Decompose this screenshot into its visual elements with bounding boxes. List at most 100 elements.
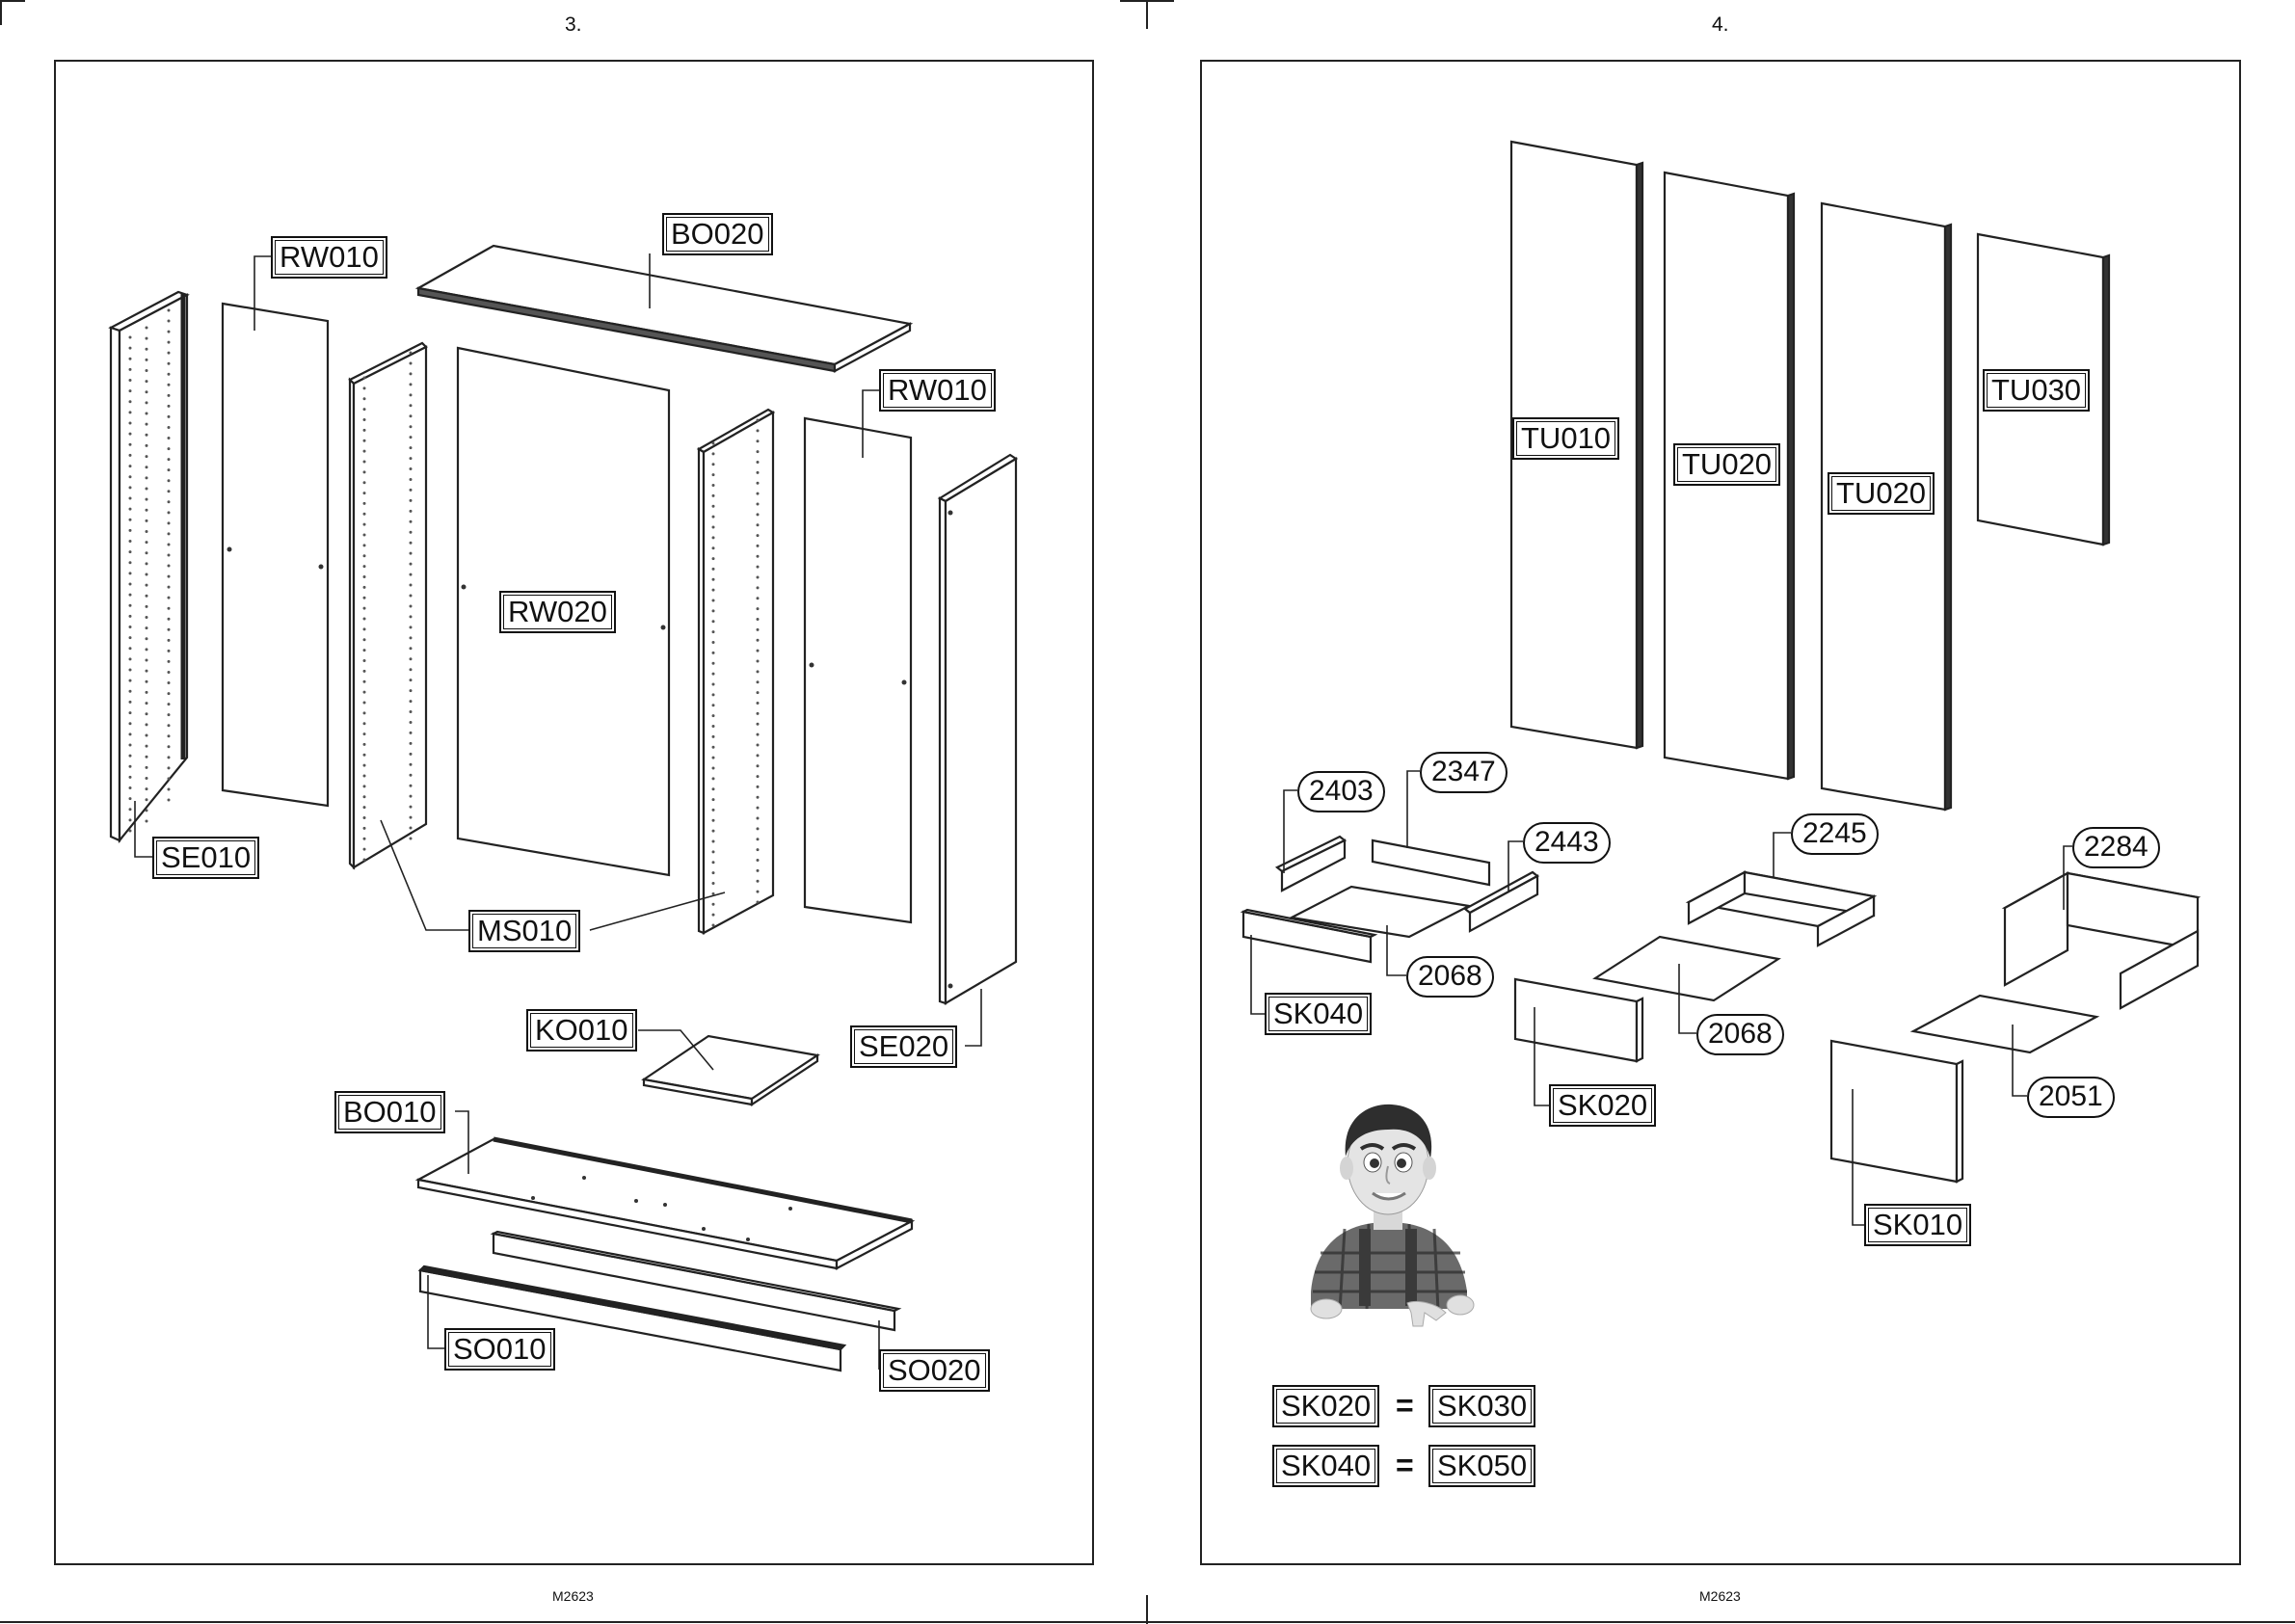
perforation-hole (757, 534, 760, 537)
perforation-hole (363, 439, 366, 442)
perforation-hole (146, 777, 148, 780)
panel-se010 (111, 292, 187, 840)
perforation-hole (757, 838, 760, 840)
perforation-hole (363, 680, 366, 683)
perforation-hole (129, 594, 132, 597)
perforation-hole (146, 733, 148, 736)
part-label-ms010: MS010 (468, 910, 580, 952)
perforation-hole (168, 745, 171, 748)
perforation-hole (129, 508, 132, 511)
perforation-hole (146, 519, 148, 522)
perforation-hole (410, 446, 413, 449)
perforation-hole (146, 337, 148, 340)
part-label-tu010: TU010 (1512, 417, 1619, 460)
perforation-hole (129, 669, 132, 672)
perforation-hole (410, 584, 413, 587)
perforation-hole (168, 650, 171, 652)
perforation-hole (129, 368, 132, 371)
perforation-hole (168, 373, 171, 376)
perforation-hole (363, 754, 366, 757)
panel-ko010 (644, 1036, 817, 1105)
perforation-hole (168, 618, 171, 621)
page-footer-code: M2623 (552, 1588, 594, 1604)
perforation-hole (410, 657, 413, 660)
perforation-hole (410, 742, 413, 745)
perforation-hole (146, 659, 148, 662)
perforation-hole (363, 460, 366, 463)
perforation-hole (129, 583, 132, 586)
perforation-hole (410, 542, 413, 545)
part-label-bo020: BO020 (662, 213, 773, 255)
perforation-hole (757, 482, 760, 485)
perforation-hole (129, 818, 132, 821)
perforation-hole (168, 511, 171, 514)
perforation-hole (410, 689, 413, 692)
perforation-hole (410, 626, 413, 628)
perforation-hole (146, 348, 148, 351)
perforation-hole (129, 722, 132, 725)
perforation-hole (712, 630, 715, 633)
drawer-back-2347 (1373, 840, 1489, 885)
perforation-hole (146, 712, 148, 715)
perforation-hole (757, 785, 760, 788)
perforation-hole (168, 787, 171, 790)
perforation-hole (712, 746, 715, 749)
perforation-hole (712, 568, 715, 571)
perforation-hole (410, 710, 413, 713)
perforation-hole (712, 914, 715, 917)
perforation-hole (363, 565, 366, 568)
perforation-hole (410, 636, 413, 639)
perforation-hole (410, 467, 413, 470)
perforation-hole (363, 795, 366, 798)
perforation-hole (146, 745, 148, 748)
perforation-hole (168, 734, 171, 737)
perforation-hole (757, 545, 760, 547)
perforation-hole (146, 584, 148, 587)
perforation-hole (363, 743, 366, 746)
perforation-hole (363, 838, 366, 840)
perforation-hole (168, 756, 171, 759)
part-label-tu020: TU020 (1673, 443, 1780, 486)
perforation-hole (363, 397, 366, 400)
perforation-hole (363, 597, 366, 599)
perforation-hole (363, 586, 366, 589)
perforation-hole (757, 702, 760, 705)
perforation-hole (168, 532, 171, 535)
perforation-hole (757, 691, 760, 694)
perforation-hole (146, 723, 148, 726)
perforation-hole (168, 426, 171, 429)
perforation-hole (363, 691, 366, 694)
perforation-hole (129, 786, 132, 789)
perforation-hole (712, 673, 715, 676)
perforation-hole (129, 636, 132, 639)
perforation-hole (168, 352, 171, 355)
perforation-hole (129, 411, 132, 413)
perforation-hole (146, 390, 148, 393)
perforation-hole (363, 701, 366, 704)
perforation-hole (129, 389, 132, 392)
drawer-frame-2284 (2005, 873, 2198, 1008)
perforation-hole (757, 493, 760, 495)
perforation-hole (146, 380, 148, 383)
perforation-hole (757, 513, 760, 516)
perforation-hole (410, 732, 413, 734)
perforation-hole (410, 552, 413, 555)
perforation-hole (757, 576, 760, 579)
perforation-hole (712, 620, 715, 623)
perforation-hole (757, 807, 760, 810)
part-label-se020: SE020 (850, 1025, 957, 1068)
perforation-hole (757, 869, 760, 872)
perforation-hole (410, 352, 413, 355)
equivalence-right: SK050 (1428, 1445, 1535, 1487)
perforation-hole (129, 465, 132, 467)
perforation-hole (363, 764, 366, 767)
perforation-hole (168, 479, 171, 482)
perforation-hole (712, 809, 715, 812)
perforation-hole (129, 475, 132, 478)
perforation-hole (363, 544, 366, 546)
equals-sign: = (1396, 1388, 1414, 1424)
perforation-hole (363, 722, 366, 725)
perforation-hole (168, 565, 171, 568)
perforation-hole (757, 429, 760, 432)
perforation-hole (129, 765, 132, 768)
